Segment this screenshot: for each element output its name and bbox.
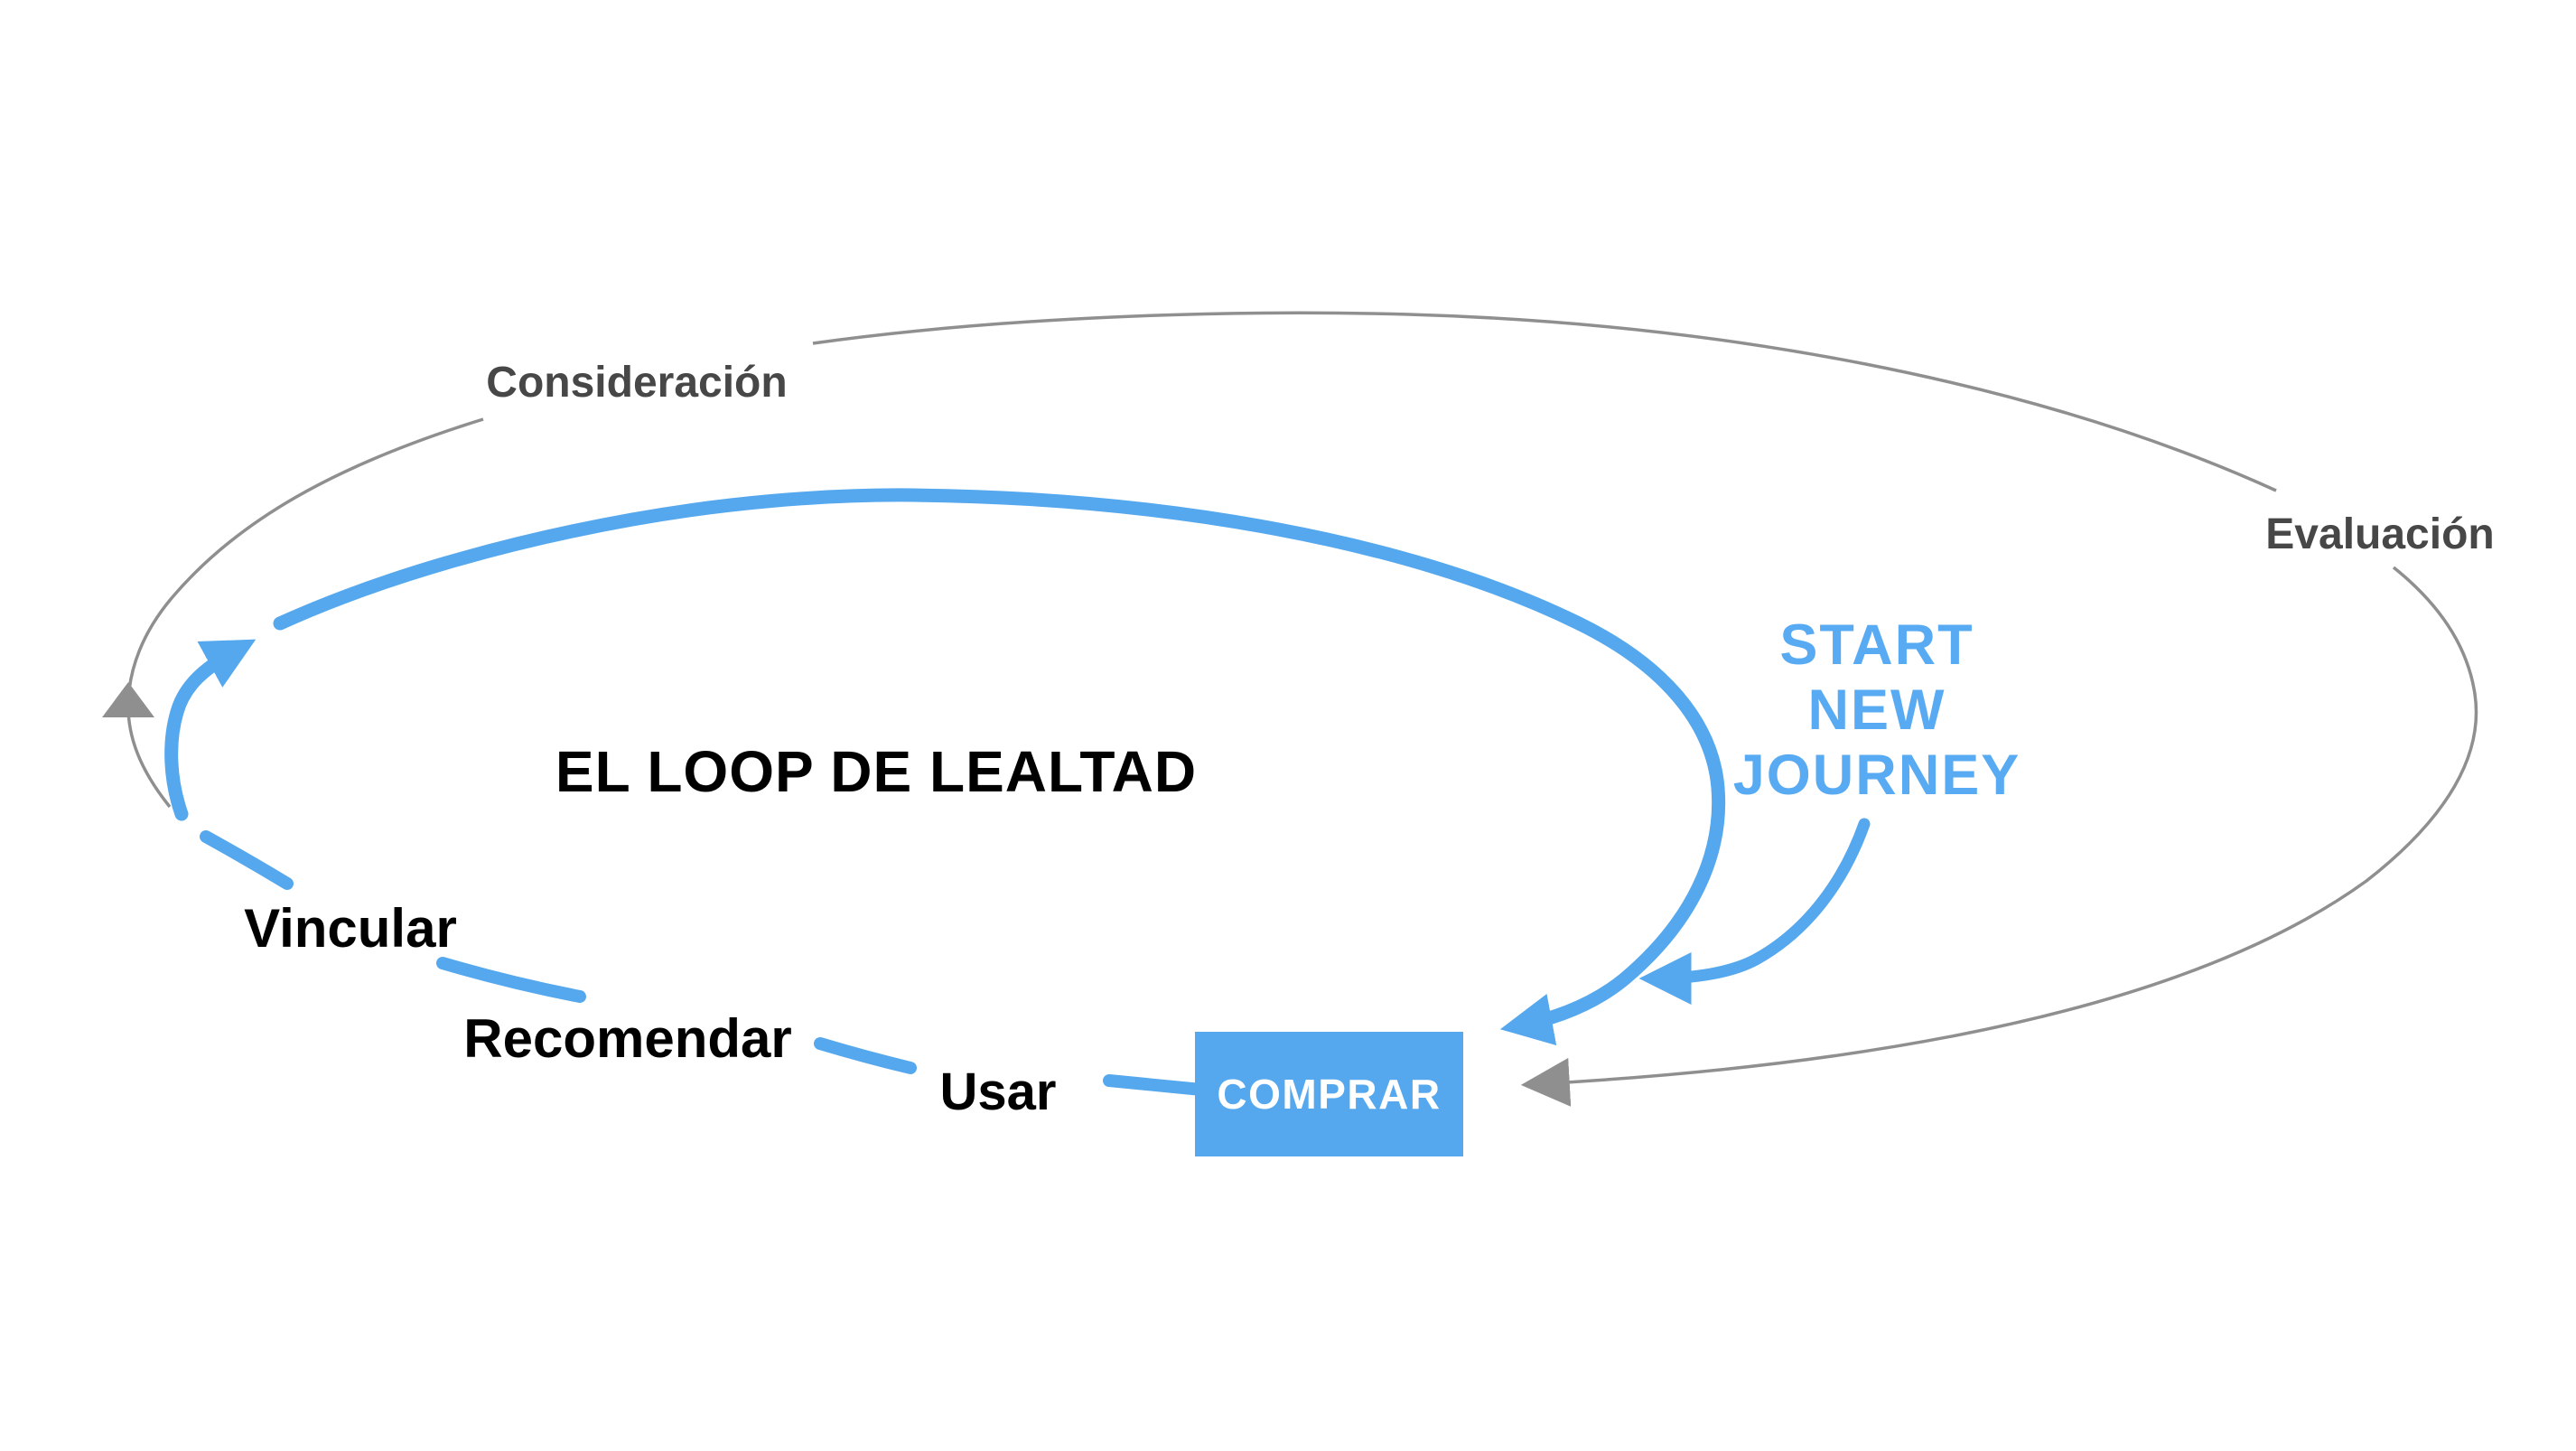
loyalty-return-segment-1 [200,830,294,890]
start-new-journey-label: START NEW JOURNEY [1732,613,2021,807]
stage-label-consideracion: Consideración [486,359,788,407]
stage-label-vincular: Vincular [244,898,457,959]
stage-label-recomendar: Recomendar [463,1008,792,1069]
loyalty-loop-main-arc [273,488,1726,1046]
outer-loop-left-arc [126,417,484,809]
stage-label-usar: Usar [939,1063,1057,1121]
loyalty-loop-left-arrow-arc [164,639,257,821]
outer-loop-up-arrowhead-icon [102,682,154,717]
comprar-node: COMPRAR [1195,1032,1463,1156]
loyalty-return-segment-4 [1103,1074,1208,1096]
stage-label-evaluacion: Evaluación [2265,510,2495,558]
loyalty-return-segment-2 [436,957,586,1003]
start-new-journey-arrow [1638,818,1871,1005]
outer-loop-top-arc [812,311,2277,492]
loyalty-return-segment-3 [814,1037,917,1074]
outer-loop-right-bottom-arc [1520,566,2478,1107]
diagram-title: EL LOOP DE LEALTAD [555,739,1198,804]
